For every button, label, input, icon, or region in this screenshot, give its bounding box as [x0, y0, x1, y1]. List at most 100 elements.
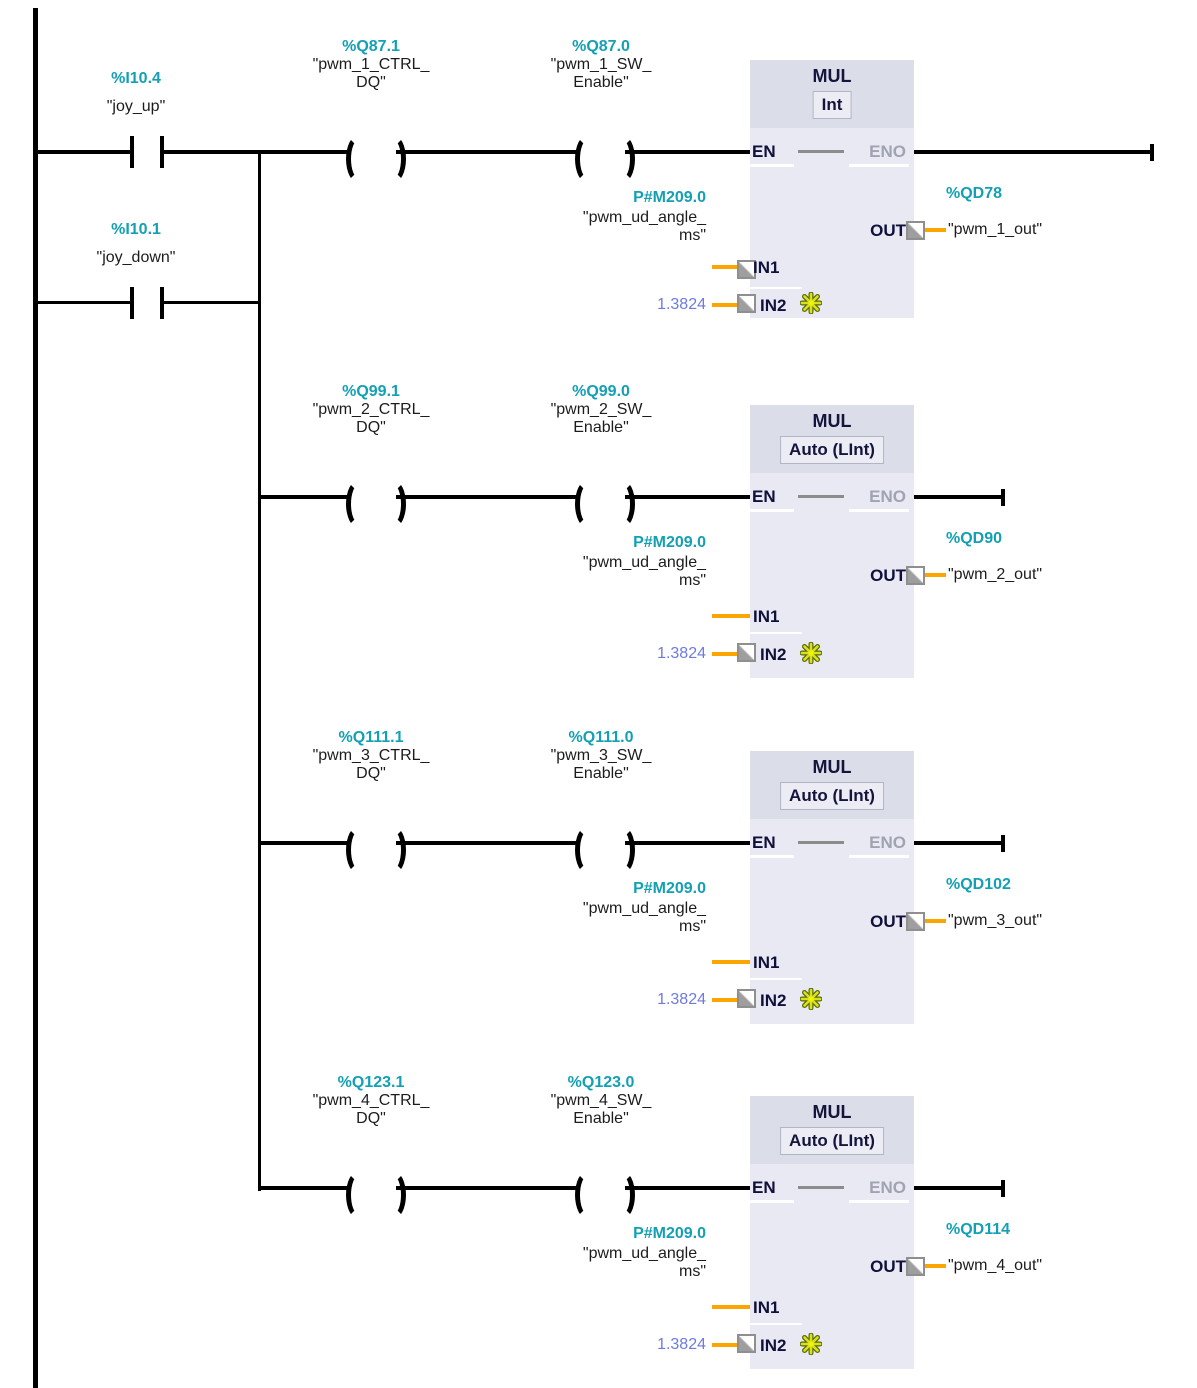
contact-symbol[interactable]: [130, 136, 134, 168]
contact-symbol[interactable]: [160, 136, 164, 168]
in1-operand-name-line1: "pwm_ud_angle_: [582, 209, 706, 226]
en-eno-dash: [798, 1186, 844, 1189]
coil-symbol[interactable]: [610, 826, 635, 874]
divider: [750, 1323, 802, 1325]
pin-in2: IN2: [760, 296, 787, 315]
out-name[interactable]: "pwm_4_out": [948, 1257, 1043, 1274]
out-name[interactable]: "pwm_3_out": [948, 912, 1043, 929]
divider: [849, 855, 909, 858]
operand-box-icon: [737, 989, 756, 1008]
in1-operand-name-line2: ms": [678, 227, 706, 244]
branch-wire: [258, 150, 261, 1191]
coil-symbol[interactable]: [381, 826, 406, 874]
pin-out: OUT: [870, 1257, 906, 1276]
coil-sw-address[interactable]: %Q87.0: [572, 38, 630, 55]
in1-operand-name[interactable]: "pwm_ud_angle_ms": [496, 554, 706, 590]
coil-ctrl-name-line1[interactable]: "pwm_1_CTRL_: [312, 56, 430, 73]
coil-symbol[interactable]: [346, 826, 371, 874]
coil-sw-name-line2[interactable]: Enable": [573, 1110, 629, 1127]
coil-ctrl-address[interactable]: %Q123.1: [337, 1074, 405, 1091]
coil-symbol[interactable]: [575, 135, 600, 183]
contact-name[interactable]: "joy_up": [106, 98, 166, 115]
coil-ctrl-name-line2[interactable]: DQ": [356, 74, 386, 91]
coil-ctrl-name-line1[interactable]: "pwm_2_CTRL_: [312, 401, 430, 418]
en-eno-dash: [798, 150, 844, 153]
contact-symbol[interactable]: [160, 287, 164, 319]
coil-symbol[interactable]: [575, 1171, 600, 1219]
out-name[interactable]: "pwm_2_out": [948, 566, 1043, 583]
coil-sw-name-line2[interactable]: Enable": [573, 765, 629, 782]
coil-sw-name-line2[interactable]: Enable": [573, 74, 629, 91]
coil-ctrl-name-line1[interactable]: "pwm_4_CTRL_: [312, 1092, 430, 1109]
wire-segment: [163, 301, 261, 304]
coil-sw-name-line1[interactable]: "pwm_4_SW_: [550, 1092, 652, 1109]
pin-eno: ENO: [869, 142, 906, 161]
coil-ctrl-label: %Q99.1 "pwm_2_CTRL_ DQ": [266, 383, 476, 437]
block-type-badge[interactable]: Auto (LInt): [780, 782, 884, 810]
block-type-badge[interactable]: Auto (LInt): [780, 1127, 884, 1155]
out-address[interactable]: %QD114: [946, 1221, 1011, 1238]
pin-in2: IN2: [760, 1336, 787, 1355]
in2-constant[interactable]: 1.3824: [657, 1336, 706, 1353]
in1-operand-address[interactable]: P#M209.0: [633, 1225, 706, 1242]
coil-ctrl-name-line2[interactable]: DQ": [356, 1110, 386, 1127]
coil-symbol[interactable]: [346, 480, 371, 528]
in2-constant[interactable]: 1.3824: [657, 296, 706, 313]
in1-operand-name-line1: "pwm_ud_angle_: [582, 554, 706, 571]
in2-constant[interactable]: 1.3824: [657, 991, 706, 1008]
in1-operand-address[interactable]: P#M209.0: [633, 534, 706, 551]
block-type-badge[interactable]: Int: [812, 91, 852, 119]
coil-sw-name-line2[interactable]: Enable": [573, 419, 629, 436]
out-address[interactable]: %QD78: [946, 185, 1003, 202]
in1-operand-address[interactable]: P#M209.0: [633, 880, 706, 897]
block-title: MUL: [812, 411, 852, 431]
coil-symbol[interactable]: [346, 1171, 371, 1219]
coil-symbol[interactable]: [610, 480, 635, 528]
coil-ctrl-address[interactable]: %Q87.1: [342, 38, 400, 55]
coil-sw-name-line1[interactable]: "pwm_3_SW_: [550, 747, 652, 764]
contact-symbol[interactable]: [130, 287, 134, 319]
coil-symbol[interactable]: [381, 1171, 406, 1219]
coil-ctrl-label: %Q111.1 "pwm_3_CTRL_ DQ": [266, 729, 476, 783]
wire-segment: [396, 841, 579, 845]
coil-ctrl-address[interactable]: %Q111.1: [338, 729, 404, 746]
coil-symbol[interactable]: [381, 480, 406, 528]
out-address[interactable]: %QD90: [946, 530, 1003, 547]
coil-symbol[interactable]: [610, 135, 635, 183]
in1-operand-name[interactable]: "pwm_ud_angle_ms": [496, 209, 706, 245]
in1-connector: [712, 614, 750, 618]
coil-symbol[interactable]: [575, 826, 600, 874]
in1-operand-name[interactable]: "pwm_ud_angle_ms": [496, 900, 706, 936]
coil-symbol[interactable]: [346, 135, 371, 183]
contact-address[interactable]: %I10.1: [111, 221, 161, 238]
coil-sw-address[interactable]: %Q99.0: [572, 383, 630, 400]
out-name[interactable]: "pwm_1_out": [948, 221, 1043, 238]
divider: [849, 164, 909, 167]
in1-connector: [712, 960, 750, 964]
coil-ctrl-label: %Q123.1 "pwm_4_CTRL_ DQ": [266, 1074, 476, 1128]
coil-ctrl-name-line2[interactable]: DQ": [356, 419, 386, 436]
out-address[interactable]: %QD102: [946, 876, 1011, 893]
coil-sw-name-line1[interactable]: "pwm_2_SW_: [550, 401, 652, 418]
wire-segment: [396, 495, 579, 499]
coil-ctrl-address[interactable]: %Q99.1: [342, 383, 400, 400]
coil-sw-address[interactable]: %Q123.0: [567, 1074, 635, 1091]
coil-symbol[interactable]: [610, 1171, 635, 1219]
coil-symbol[interactable]: [575, 480, 600, 528]
coil-ctrl-label: %Q87.1 "pwm_1_CTRL_ DQ": [266, 38, 476, 92]
in1-operand-name-line2: ms": [678, 572, 706, 589]
coil-sw-address[interactable]: %Q111.0: [568, 729, 634, 746]
in1-operand-name-line1: "pwm_ud_angle_: [582, 1245, 706, 1262]
coil-ctrl-name-line2[interactable]: DQ": [356, 765, 386, 782]
wire-segment: [258, 1186, 350, 1190]
in1-operand-name[interactable]: "pwm_ud_angle_ms": [496, 1245, 706, 1281]
in2-constant[interactable]: 1.3824: [657, 645, 706, 662]
coil-ctrl-name-line1[interactable]: "pwm_3_CTRL_: [312, 747, 430, 764]
contact-address[interactable]: %I10.4: [111, 70, 161, 87]
block-type-badge[interactable]: Auto (LInt): [780, 436, 884, 464]
wire-segment: [914, 495, 1002, 499]
contact-name[interactable]: "joy_down": [96, 249, 176, 266]
in1-operand-address[interactable]: P#M209.0: [633, 189, 706, 206]
coil-sw-name-line1[interactable]: "pwm_1_SW_: [550, 56, 652, 73]
coil-symbol[interactable]: [381, 135, 406, 183]
